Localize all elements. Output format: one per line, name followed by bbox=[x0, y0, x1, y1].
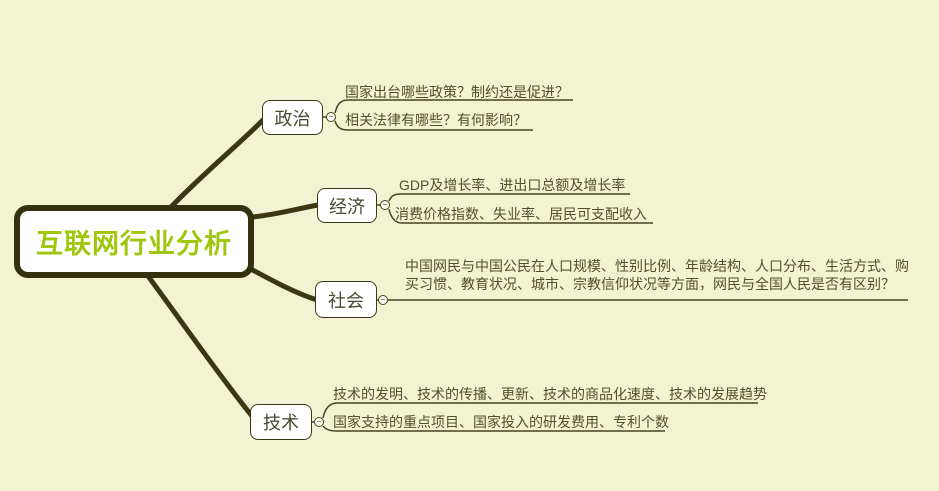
topic-politics-child-2[interactable]: 相关法律有哪些？有何影响？ bbox=[345, 112, 527, 128]
collapse-button-economy[interactable]: − bbox=[380, 200, 390, 210]
collapse-button-technology[interactable]: − bbox=[314, 417, 324, 427]
topic-technology-child-2[interactable]: 国家支持的重点项目、国家投入的研发费用、专利个数 bbox=[333, 414, 669, 430]
topic-economy-child-1[interactable]: GDP及增长率、进出口总额及增长率 bbox=[399, 177, 626, 193]
branch-economy[interactable]: 经济 bbox=[317, 188, 377, 223]
minus-icon: − bbox=[382, 200, 388, 209]
collapse-button-society[interactable]: − bbox=[378, 295, 388, 305]
minus-icon: − bbox=[380, 295, 386, 304]
minus-icon: − bbox=[316, 417, 322, 426]
branch-society[interactable]: 社会 bbox=[315, 281, 377, 318]
topic-economy-child-2[interactable]: 消费价格指数、失业率、居民可支配收入 bbox=[395, 206, 647, 222]
minus-icon: − bbox=[328, 112, 334, 121]
topic-technology-child-1[interactable]: 技术的发明、技术的传播、更新、技术的商品化速度、技术的发展趋势 bbox=[333, 386, 767, 402]
central-topic[interactable]: 互联网行业分析 bbox=[14, 205, 254, 278]
branch-politics[interactable]: 政治 bbox=[262, 100, 323, 135]
topic-politics-child-1[interactable]: 国家出台哪些政策？制约还是促进？ bbox=[345, 84, 569, 100]
topic-society-child-1[interactable]: 中国网民与中国公民在人口规模、性别比例、年龄结构、人口分布、生活方式、购买习惯、… bbox=[405, 258, 909, 292]
collapse-button-politics[interactable]: − bbox=[326, 112, 336, 122]
branch-technology[interactable]: 技术 bbox=[250, 404, 312, 440]
